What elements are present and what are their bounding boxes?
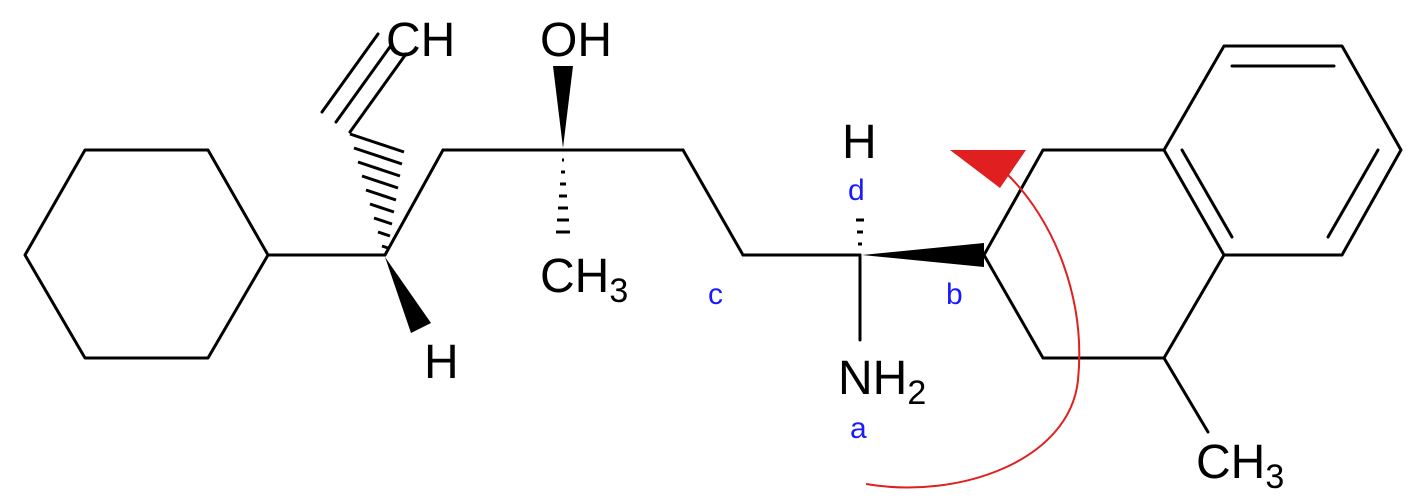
label-hydrogen-top: H	[842, 116, 877, 169]
wedge-bond-c6-ring	[862, 243, 984, 267]
priority-label-d: d	[848, 174, 865, 207]
benzene-ring	[1162, 44, 1403, 257]
wedge-bond-c3-oh	[553, 66, 573, 148]
rotation-arrow	[865, 171, 1081, 489]
label-amine: NH2	[838, 352, 926, 412]
priority-label-c: c	[708, 278, 723, 311]
hashed-bond-c3-ch3	[556, 158, 570, 234]
label-methyl-right: CH3	[1196, 436, 1284, 496]
priority-label-b: b	[946, 278, 963, 311]
hashed-bond-c1-alkyne	[349, 132, 405, 250]
triple-bond-alkyne	[320, 32, 408, 134]
hashed-bond-c6-h	[856, 218, 864, 246]
saturated-ring	[982, 148, 1226, 360]
cyclohexane-ring	[23, 148, 270, 360]
bond-ring-ch3	[1162, 356, 1210, 434]
bond-c1-c2	[383, 148, 445, 257]
priority-label-a: a	[850, 412, 867, 445]
label-hydrogen-left: H	[424, 336, 459, 389]
rotation-arrow-head-icon	[950, 150, 1026, 188]
benzene-inner-double-bonds	[1180, 64, 1380, 239]
label-hydroxyl: OH	[540, 14, 612, 67]
wedge-bond-c1-h	[385, 257, 431, 333]
label-methyl-mid: CH3	[540, 250, 628, 310]
bond-c4-c5	[681, 148, 745, 257]
label-alkyne-ch: CH	[386, 14, 455, 67]
